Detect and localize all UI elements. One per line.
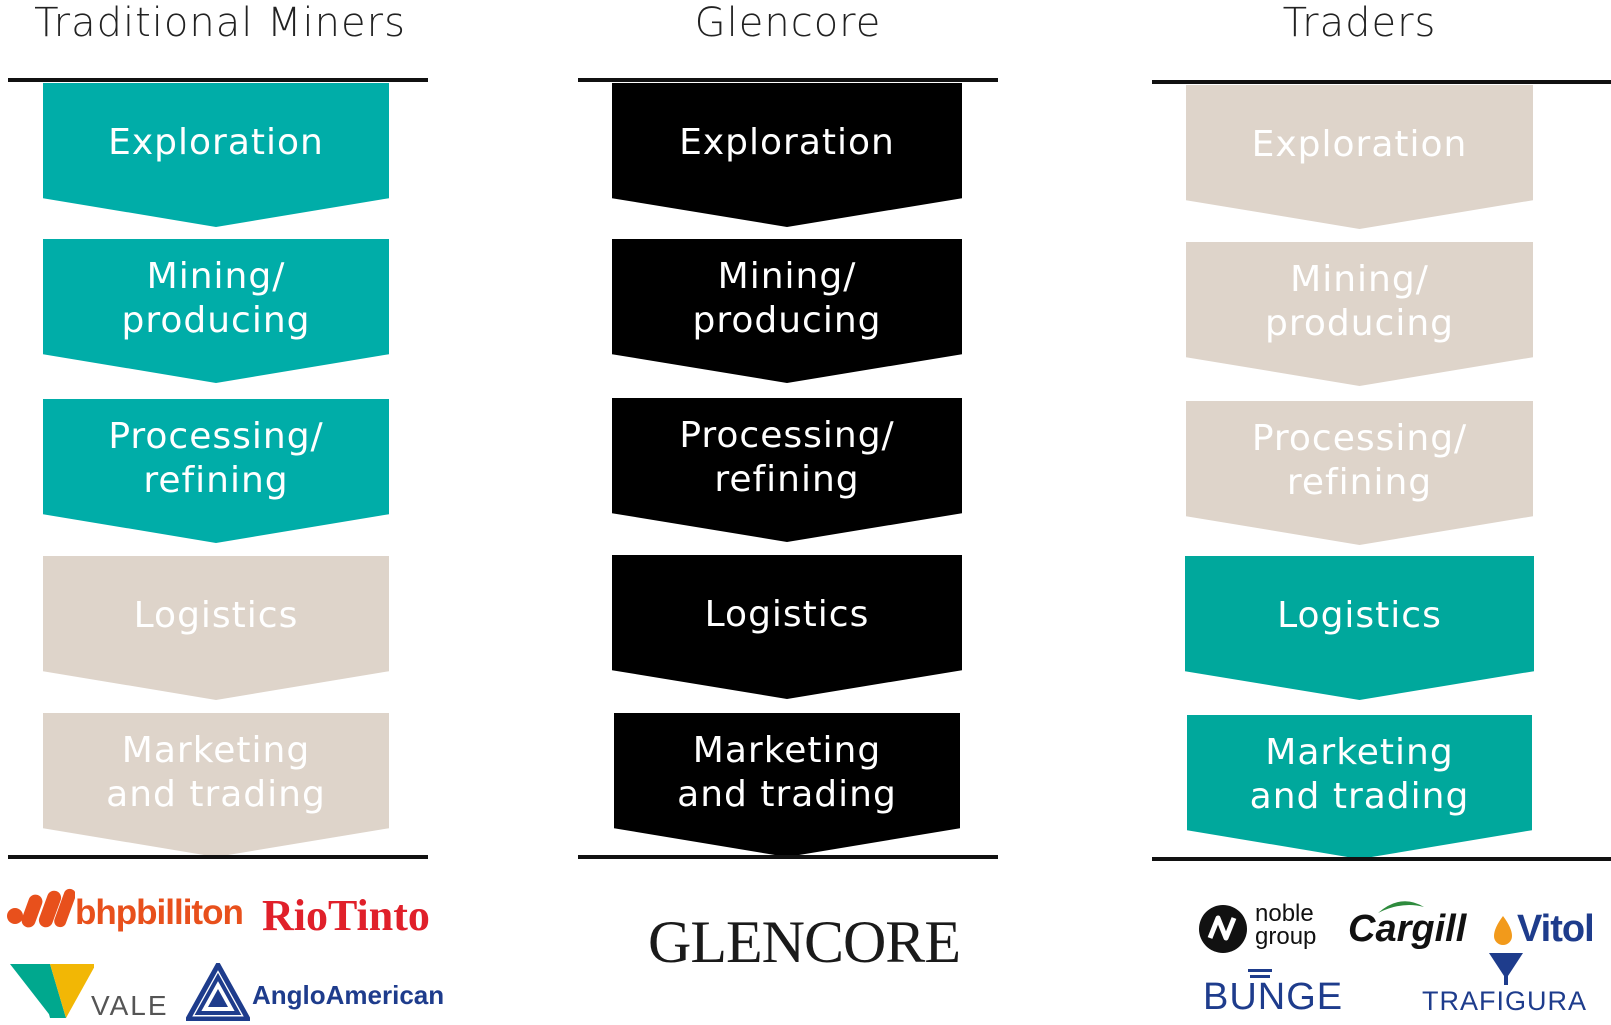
step-exploration: Exploration — [612, 83, 962, 227]
noble-wordmark-1: noble — [1255, 900, 1314, 927]
column-title: Traders — [1282, 0, 1437, 46]
vitol-logo: Vitol — [1517, 908, 1595, 950]
column-glencore: Glencore Exploration Mining/ producing P… — [578, 0, 1048, 1021]
top-rule — [8, 78, 428, 82]
step-mining-producing: Mining/ producing — [43, 239, 389, 383]
column-traders: Traders Exploration Mining/ producing Pr… — [1152, 0, 1611, 1021]
step-processing-refining: Processing/ refining — [612, 398, 962, 542]
trafigura-logo: TRAFIGURA — [1422, 986, 1588, 1016]
vale-logo — [10, 958, 96, 1022]
column-traditional-miners: Traditional Miners Exploration Mining/ p… — [0, 0, 470, 1021]
vale-wordmark: VALE — [91, 990, 169, 1021]
bhp-billiton-wordmark: bhpbilliton — [75, 893, 244, 932]
riotinto-logo: RioTinto — [262, 891, 430, 940]
bunge-wheat-icon — [1248, 966, 1272, 985]
vale-icon — [10, 964, 96, 1018]
step-marketing-trading: Marketing and trading — [1187, 715, 1532, 859]
step-exploration: Exploration — [1186, 85, 1533, 229]
step-logistics: Logistics — [612, 555, 962, 699]
trafigura-icon — [1489, 953, 1523, 989]
bottom-rule — [578, 855, 998, 859]
cargill-leaf-icon — [1376, 897, 1426, 919]
step-mining-producing: Mining/ producing — [612, 239, 962, 383]
step-processing-refining: Processing/ refining — [43, 399, 389, 543]
bottom-rule — [1152, 857, 1611, 861]
step-logistics: Logistics — [43, 556, 389, 700]
bottom-rule — [8, 855, 428, 859]
step-exploration: Exploration — [43, 83, 389, 227]
bhp-billiton-logo — [5, 886, 76, 938]
step-mining-producing: Mining/ producing — [1186, 242, 1533, 386]
anglo-american-logo — [183, 959, 253, 1025]
anglo-american-icon — [183, 959, 253, 1022]
step-logistics: Logistics — [1185, 556, 1534, 700]
step-processing-refining: Processing/ refining — [1186, 401, 1533, 545]
step-marketing-trading: Marketing and trading — [43, 713, 389, 857]
noble-icon — [1199, 905, 1247, 953]
bhp-icon — [7, 888, 76, 928]
cargill-logo: Cargill — [1348, 908, 1467, 950]
step-marketing-trading: Marketing and trading — [614, 713, 960, 857]
column-title: Traditional Miners — [34, 0, 406, 46]
column-title: Glencore — [694, 0, 882, 46]
bunge-logo: BUNGE — [1203, 976, 1344, 1018]
vitol-flame-icon — [1492, 914, 1514, 952]
anglo-american-wordmark: AngloAmerican — [252, 980, 445, 1010]
noble-wordmark-2: group — [1255, 923, 1317, 950]
glencore-logo: GLENCORE — [648, 909, 961, 975]
noble-group-logo — [1198, 904, 1248, 958]
top-rule — [1152, 80, 1611, 84]
top-rule — [578, 78, 998, 82]
